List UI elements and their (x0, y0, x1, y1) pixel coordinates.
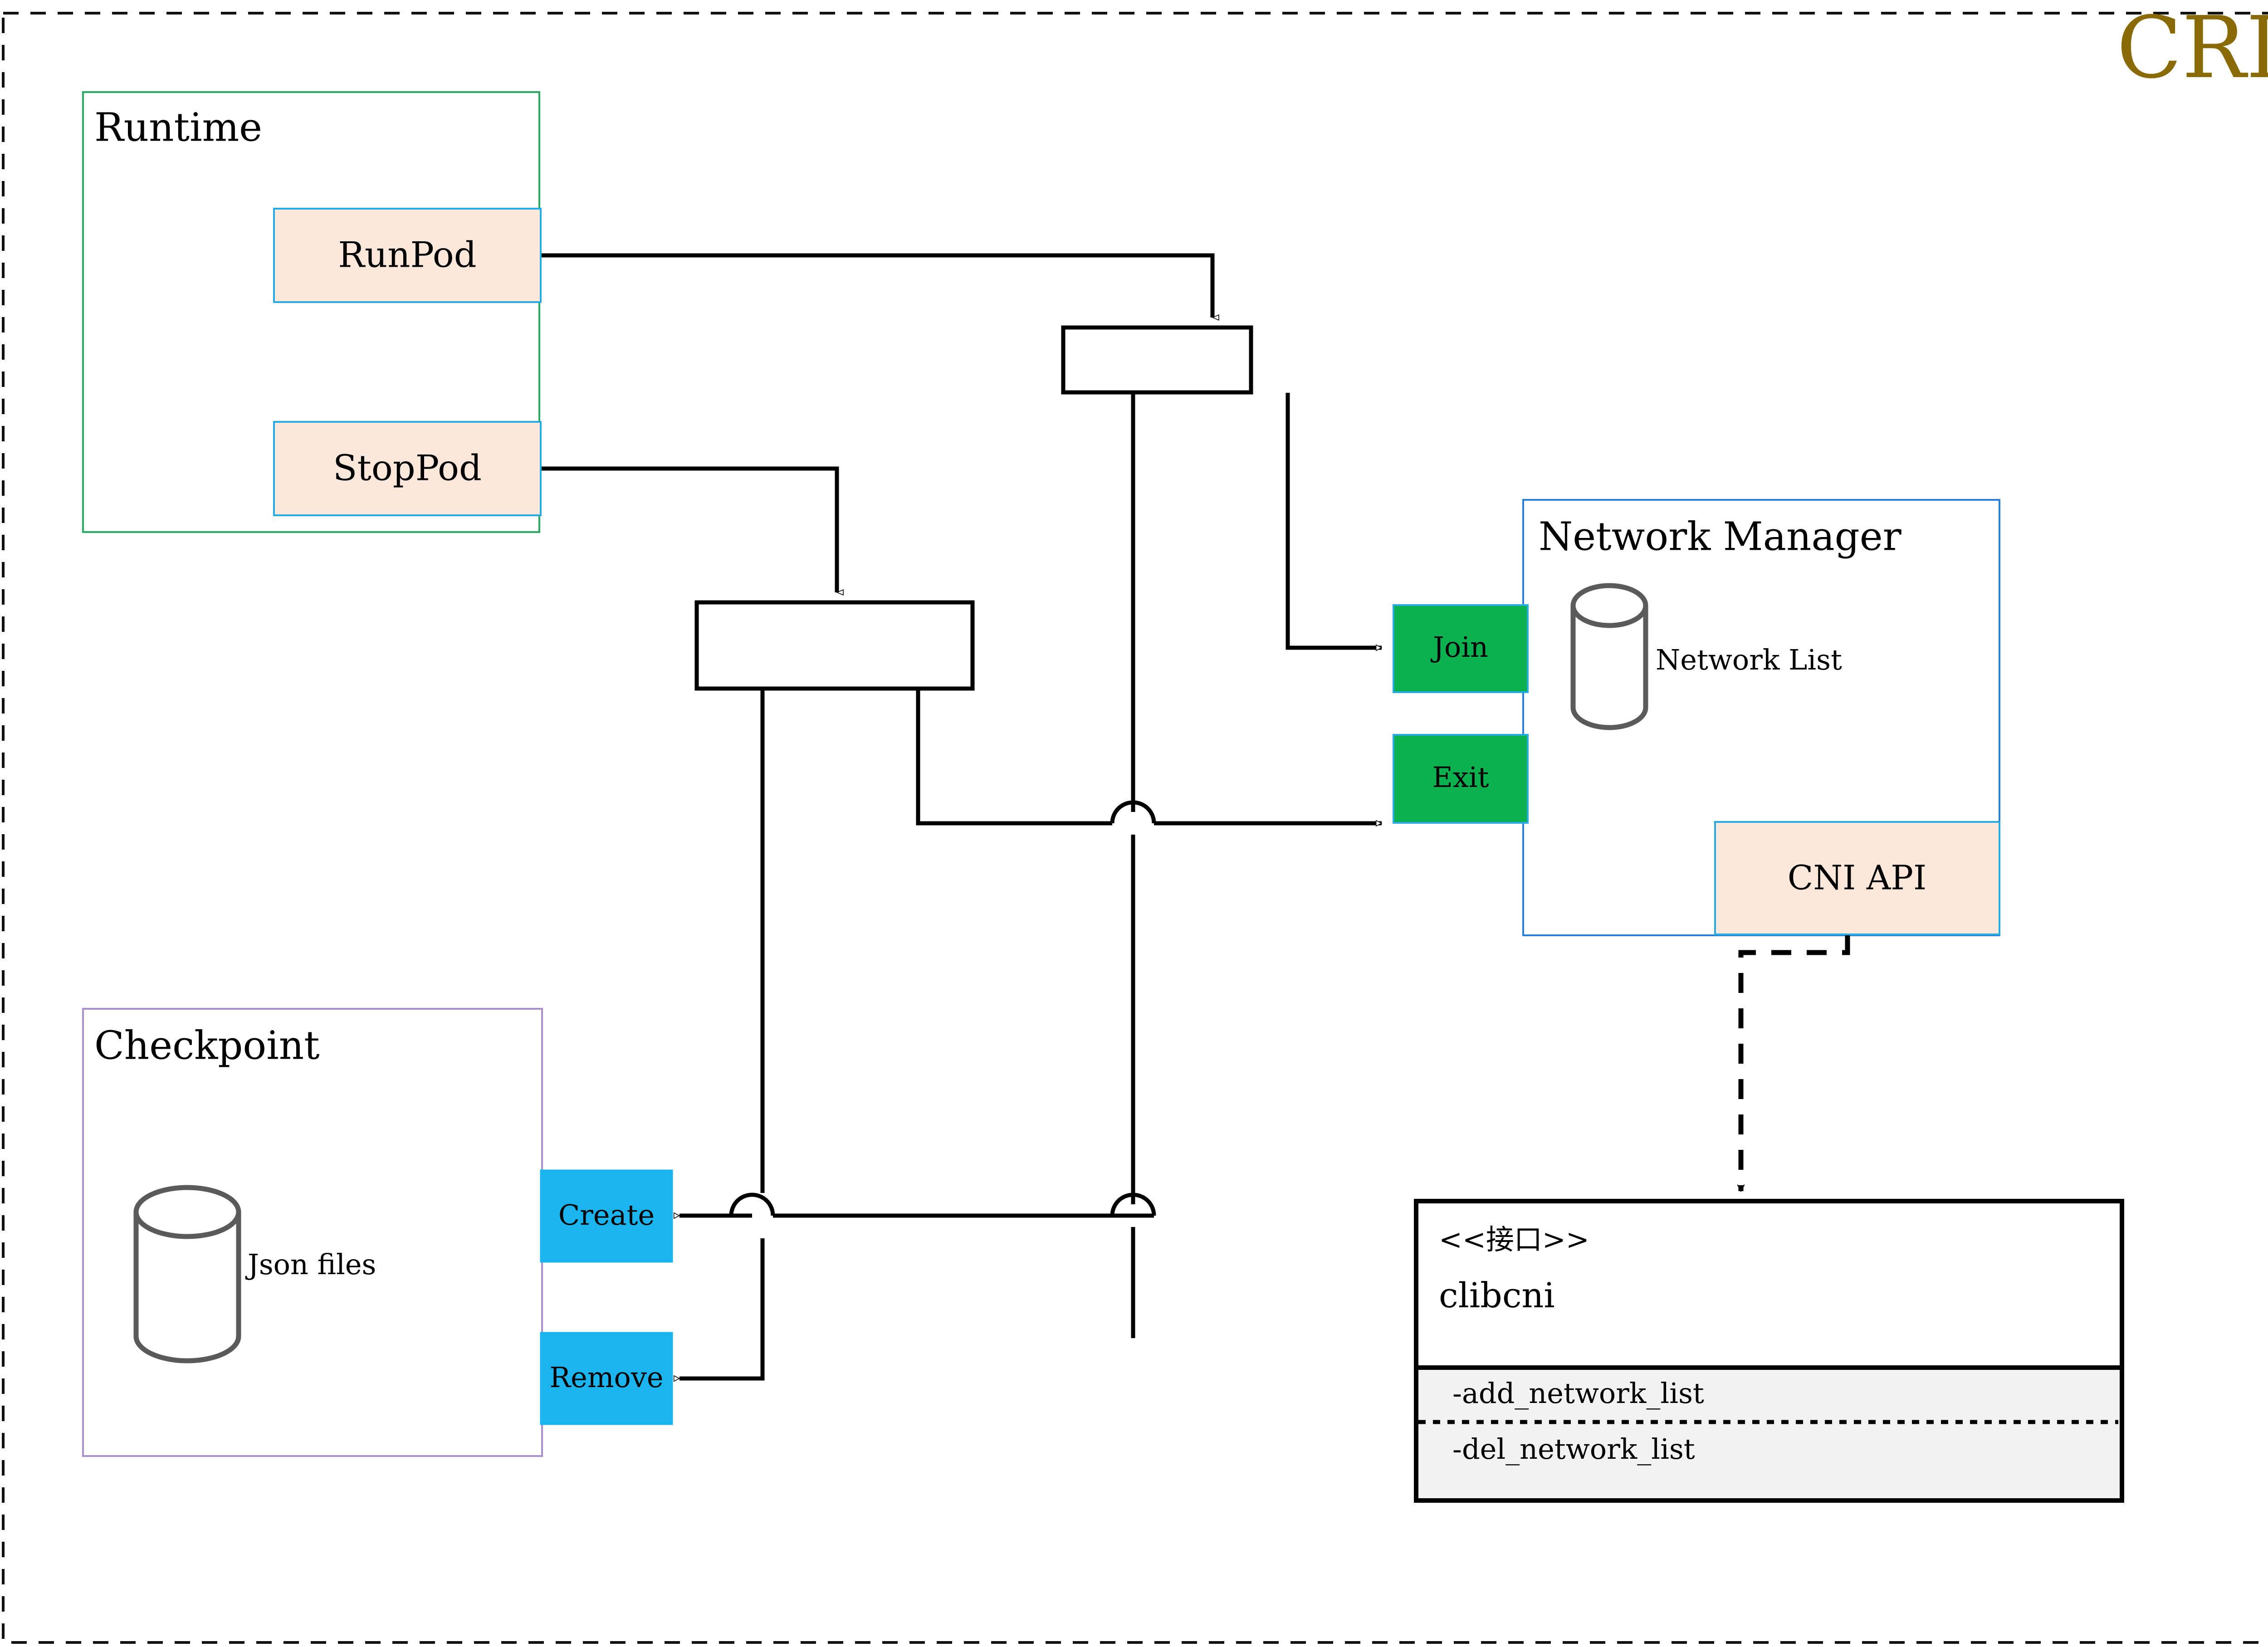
exit-fork-bar (694, 600, 975, 691)
edge-fork-to-remove (679, 689, 765, 1378)
node-join[interactable] (1393, 604, 1529, 693)
line-hop-create-vertical (729, 1192, 775, 1216)
node-join-label: Join (1430, 630, 1488, 664)
node-exit-label: Exit (1432, 761, 1489, 794)
node-stoppod[interactable] (273, 421, 542, 516)
edge-fork-to-exit (916, 689, 1382, 823)
clibcni-method-section (1418, 1368, 2120, 1498)
join-fork-bar (1061, 325, 1253, 395)
page-title: CRI (2116, 0, 2268, 98)
node-create-label: Create (558, 1198, 655, 1232)
edge-stoppod-to-fork (539, 466, 837, 592)
node-runpod[interactable] (273, 208, 542, 303)
node-remove-label: Remove (549, 1361, 663, 1394)
clibcni-method-add: -add_network_list (1452, 1377, 1704, 1410)
node-stoppod-label: StopPod (333, 448, 482, 489)
clibcni-method-del: -del_network_list (1452, 1432, 1695, 1466)
outer-frame (2, 12, 2268, 1644)
network-list-label: Network List (1656, 643, 1842, 676)
network-list-cylinder-icon (1570, 583, 1648, 730)
node-remove[interactable] (540, 1332, 673, 1425)
node-cni-api[interactable] (1714, 821, 2000, 935)
node-cni-api-label: CNI API (1788, 858, 1927, 897)
clibcni-name: clibcni (1439, 1275, 1555, 1315)
edge-runpod-to-fork (539, 253, 1212, 318)
group-network-manager-label: Network Manager (1539, 514, 1902, 560)
group-runtime-label: Runtime (94, 105, 262, 151)
group-checkpoint-label: Checkpoint (94, 1023, 320, 1069)
edge-cniapi-to-clibcni (1741, 938, 1850, 1191)
line-hop-exit-feeder (1110, 800, 1156, 824)
node-exit[interactable] (1393, 734, 1529, 824)
clibcni-stereotype: <<接口>> (1439, 1223, 1589, 1256)
node-runpod-label: RunPod (338, 235, 476, 276)
json-files-cylinder-icon (133, 1185, 241, 1364)
edge-fork-to-join (1286, 393, 1382, 648)
line-hop-create-feeder (1110, 1192, 1156, 1216)
json-files-label: Json files (245, 1248, 376, 1281)
node-create[interactable] (540, 1169, 673, 1263)
